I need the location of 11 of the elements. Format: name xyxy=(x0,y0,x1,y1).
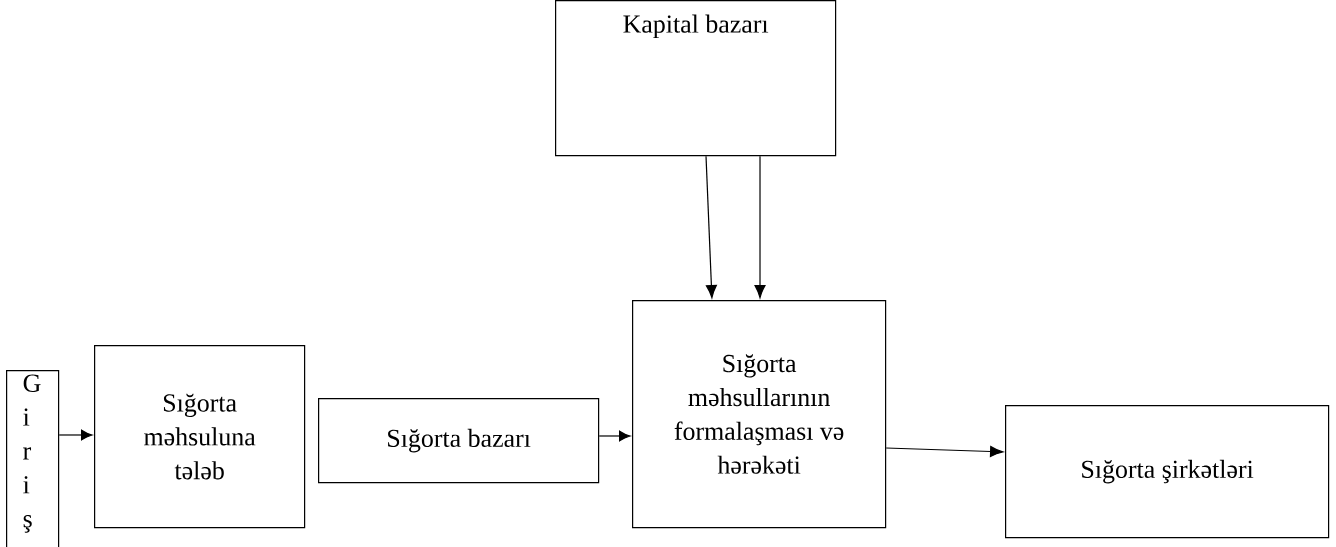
process-box: Sığorta məhsuluna tələb xyxy=(94,345,306,529)
arrow xyxy=(705,155,717,299)
arrow xyxy=(58,429,93,441)
process-box: Sığorta şirkətləri xyxy=(1005,405,1330,539)
process-box: Sığorta məhsullarının formalaşması və hərəkəti xyxy=(632,300,887,529)
process-box: Kapital bazarı xyxy=(555,0,837,157)
arrow xyxy=(598,430,631,442)
vertical-box: G i r i ş xyxy=(6,370,60,547)
process-box: Sığorta bazarı xyxy=(318,398,600,484)
arrow xyxy=(885,446,1004,458)
arrow xyxy=(754,155,766,299)
